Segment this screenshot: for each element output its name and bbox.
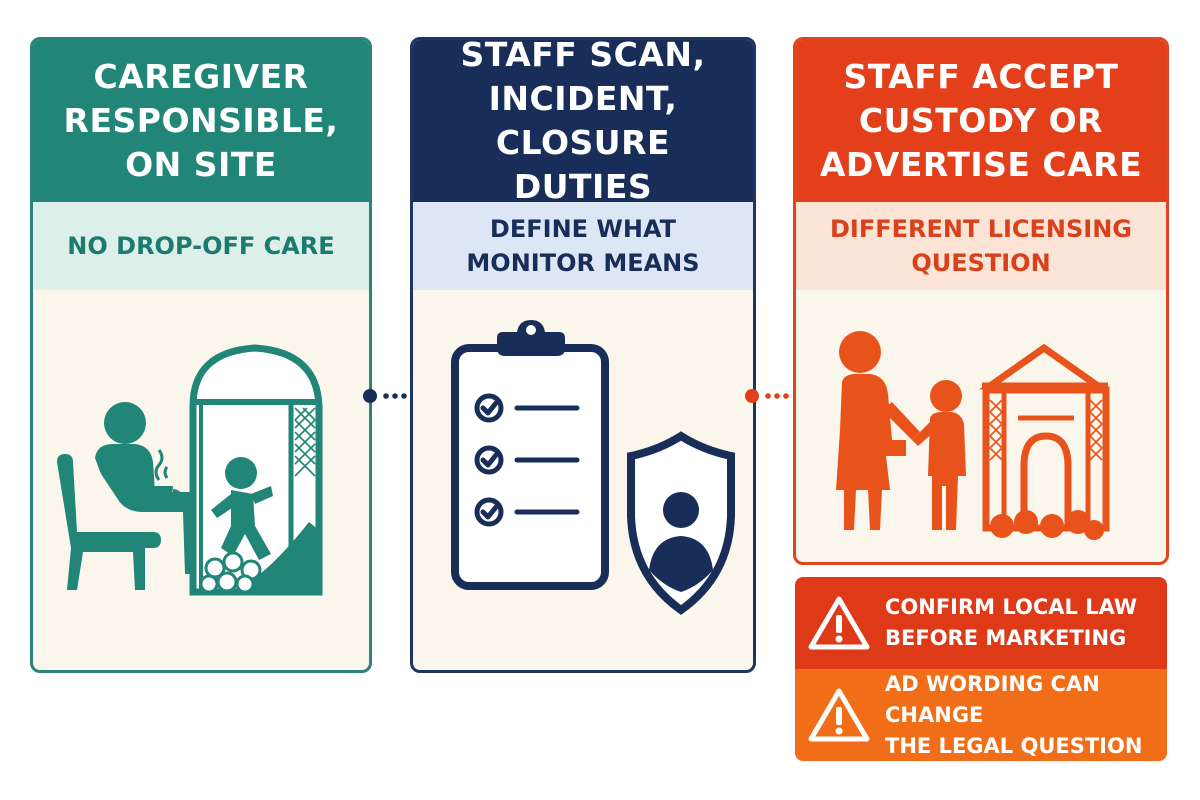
staff-duties-illustration bbox=[413, 290, 753, 670]
warning-ad-wording-text: AD WORDING CAN CHANGE THE LEGAL QUESTION bbox=[885, 671, 1143, 758]
warning-triangle-icon bbox=[808, 596, 870, 650]
warning-triangle-icon bbox=[808, 688, 870, 742]
caregiver-card: CAREGIVER RESPONSIBLE, ON SITE NO DROP-O… bbox=[30, 37, 372, 673]
warning-ad-wording: AD WORDING CAN CHANGE THE LEGAL QUESTION bbox=[795, 669, 1167, 761]
caregiver-illustration bbox=[33, 290, 369, 670]
custody-card-title: STAFF ACCEPT CUSTODY OR ADVERTISE CARE bbox=[796, 40, 1166, 202]
custody-illustration bbox=[796, 290, 1166, 562]
staff-duties-card-subtitle: DEFINE WHAT MONITOR MEANS bbox=[413, 202, 753, 290]
warning-local-law: CONFIRM LOCAL LAW BEFORE MARKETING bbox=[795, 577, 1167, 669]
caregiver-watching-child-play-icon bbox=[57, 344, 323, 596]
caregiver-card-subtitle: NO DROP-OFF CARE bbox=[33, 202, 369, 290]
custody-card: STAFF ACCEPT CUSTODY OR ADVERTISE CARE D… bbox=[793, 37, 1169, 565]
staff-duties-card-title: STAFF SCAN, INCIDENT, CLOSURE DUTIES bbox=[413, 40, 753, 206]
staff-handoff-play-structure-icon bbox=[836, 331, 1110, 540]
caregiver-card-title: CAREGIVER RESPONSIBLE, ON SITE bbox=[33, 40, 369, 202]
connector-dots-1 bbox=[363, 389, 407, 403]
connector-dots-2 bbox=[745, 389, 789, 403]
clipboard-checklist-shield-icon bbox=[451, 320, 735, 615]
warning-local-law-text: CONFIRM LOCAL LAW BEFORE MARKETING bbox=[885, 595, 1138, 650]
staff-duties-card: STAFF SCAN, INCIDENT, CLOSURE DUTIES DEF… bbox=[410, 37, 756, 673]
custody-card-subtitle: DIFFERENT LICENSING QUESTION bbox=[796, 202, 1166, 290]
